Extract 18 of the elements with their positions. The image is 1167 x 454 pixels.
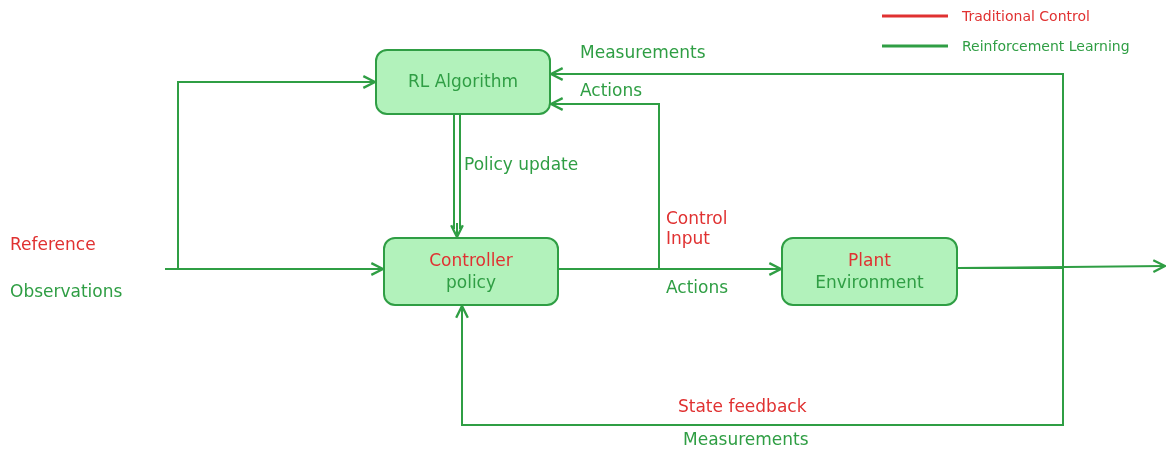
legend-text: Reinforcement Learning (962, 38, 1130, 54)
node-text: Observations (10, 280, 123, 302)
legend-text: Traditional Control (962, 8, 1090, 24)
edge-label: Policy update (464, 154, 579, 175)
arrow (549, 97, 660, 270)
process-box (383, 237, 559, 306)
node-text: RL Algorithm (408, 71, 518, 93)
node-text: Reference (10, 234, 96, 256)
arrow (450, 114, 464, 239)
arrow (455, 267, 1064, 426)
process-box (375, 49, 551, 115)
arrow (164, 75, 377, 270)
node-text: Plant (848, 250, 891, 272)
node-text: policy (445, 271, 496, 293)
node-text: Controller (429, 250, 513, 272)
arrow (549, 67, 1064, 269)
process-box (781, 237, 958, 306)
node-text: Environment (815, 271, 924, 293)
